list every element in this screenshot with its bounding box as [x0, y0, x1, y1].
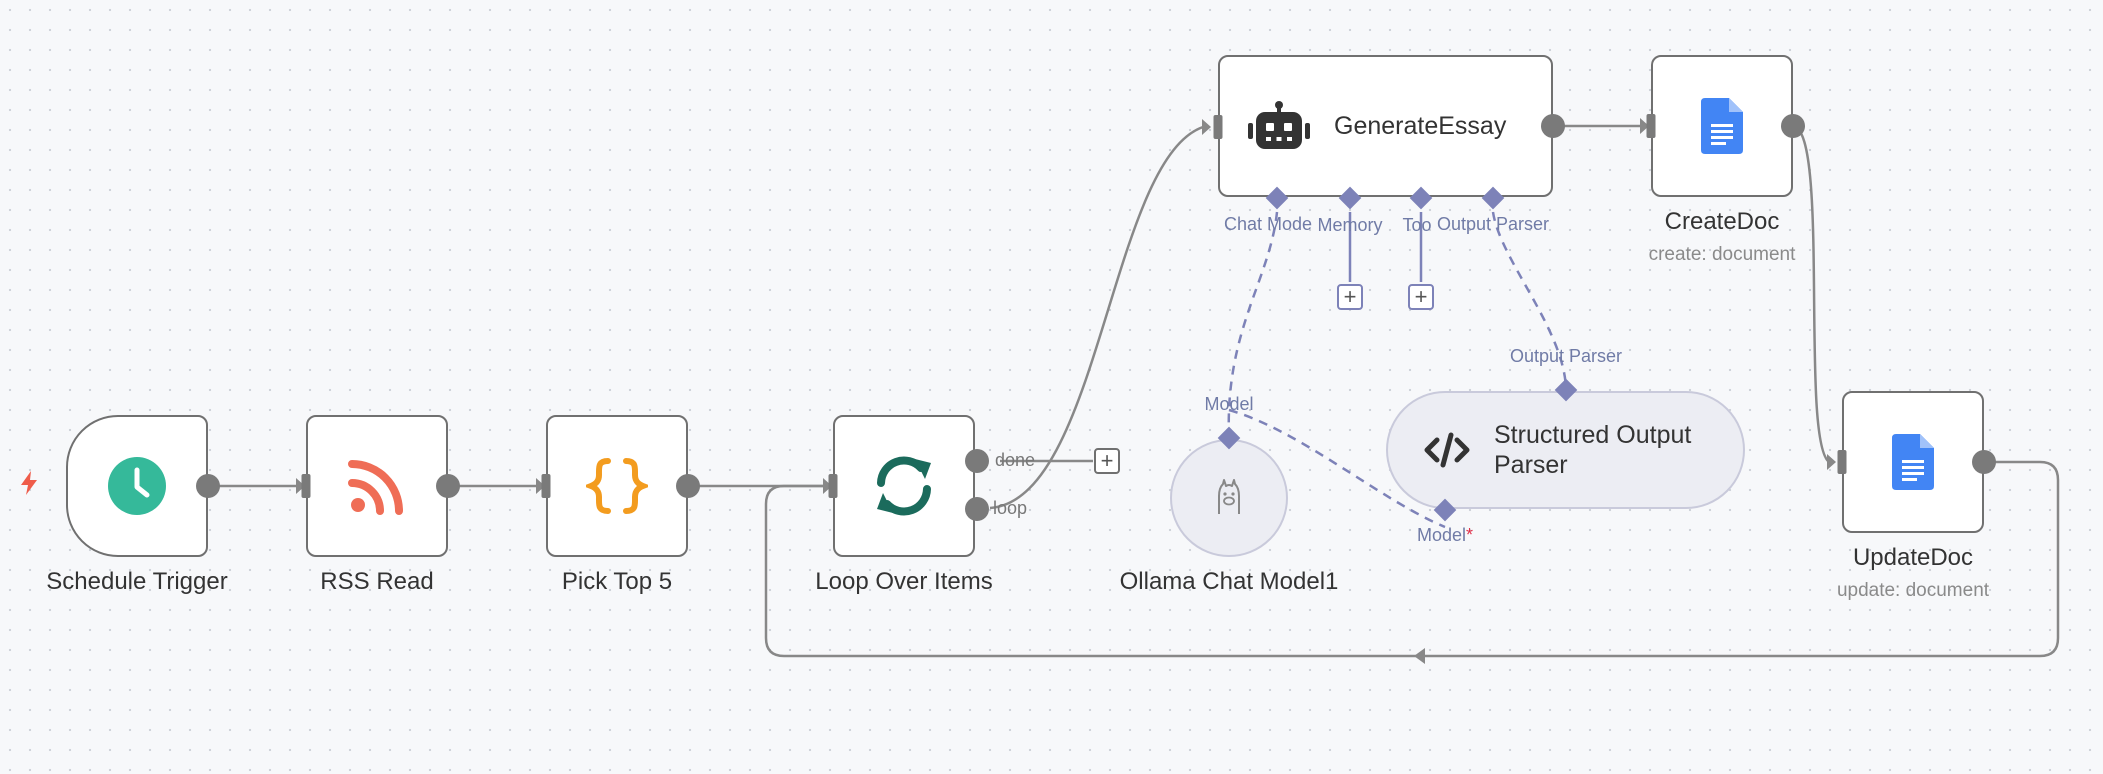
add-memory-button[interactable]: +: [1337, 284, 1363, 310]
rss-icon: [348, 460, 403, 515]
add-tool-button[interactable]: +: [1408, 284, 1434, 310]
rss-input-handle[interactable]: [301, 474, 311, 498]
edge-arrow: [1827, 454, 1836, 470]
ollama-model-label: Model: [1204, 394, 1254, 414]
parser-model-label-text: Model: [1416, 525, 1467, 545]
google-docs-icon: [1701, 98, 1743, 154]
node-label-pick: Pick Top 5: [561, 568, 673, 595]
agent-memory-label: Memory: [1317, 215, 1383, 235]
node-subtitle-createdoc: create: document: [1648, 244, 1796, 265]
agent-output-handle[interactable]: [1541, 114, 1565, 138]
agent-tool-label: Too: [1402, 215, 1432, 235]
agent-input-handle[interactable]: [1213, 115, 1223, 139]
loop-done-label: done: [995, 450, 1036, 470]
node-loop-over-items[interactable]: [833, 415, 975, 557]
loop-input-handle[interactable]: [828, 474, 838, 498]
curly-braces-icon: [586, 458, 648, 514]
loop-loop-label: loop: [993, 498, 1028, 518]
agent-chat-model-label: Chat Mode: [1223, 214, 1313, 234]
createdoc-output-handle[interactable]: [1781, 114, 1805, 138]
node-label-schedule: Schedule Trigger: [46, 568, 228, 595]
loop-icon: [877, 456, 931, 516]
node-label-agent: GenerateEssay: [1334, 112, 1507, 140]
llama-icon: [1218, 479, 1240, 514]
parser-model-label: Model*: [1417, 525, 1473, 546]
trigger-bolt-icon: [21, 471, 37, 495]
add-node-after-done-button[interactable]: +: [1094, 448, 1120, 474]
node-label-createdoc: CreateDoc: [1664, 208, 1780, 235]
node-label-loop: Loop Over Items: [815, 568, 993, 595]
edge-arrow: [1414, 648, 1425, 664]
rss-output-handle[interactable]: [436, 474, 460, 498]
node-rss-read[interactable]: [306, 415, 448, 557]
loop-done-handle[interactable]: [965, 449, 989, 473]
node-pick-top-5[interactable]: [546, 415, 688, 557]
node-update-doc[interactable]: [1842, 391, 1984, 533]
node-generate-essay[interactable]: GenerateEssay: [1218, 55, 1553, 197]
google-docs-icon: [1892, 434, 1934, 490]
clock-icon: [108, 457, 166, 515]
loop-loop-handle[interactable]: [965, 497, 989, 521]
pick-output-handle[interactable]: [676, 474, 700, 498]
edge-createdoc-updatedoc: [1792, 124, 1830, 463]
parser-label-line2: Parser: [1494, 451, 1568, 479]
node-label-updatedoc: UpdateDoc: [1852, 544, 1974, 571]
node-create-doc[interactable]: [1651, 55, 1793, 197]
updatedoc-output-handle[interactable]: [1972, 450, 1996, 474]
code-icon: [1424, 432, 1470, 468]
node-structured-output-parser[interactable]: Structured Output Parser: [1386, 391, 1745, 509]
node-label-parser: Structured Output Parser: [1494, 420, 1691, 480]
pick-input-handle[interactable]: [541, 474, 551, 498]
createdoc-input-handle[interactable]: [1646, 114, 1656, 138]
updatedoc-input-handle[interactable]: [1837, 450, 1847, 474]
node-label-rss: RSS Read: [320, 568, 434, 595]
agent-output-parser-label: Output Parser: [1436, 214, 1550, 234]
parser-output-port-label: Output Parser: [1509, 346, 1623, 366]
parser-label-line1: Structured Output: [1494, 421, 1692, 449]
node-subtitle-updatedoc: update: document: [1836, 580, 1990, 601]
node-label-ollama: Ollama Chat Model1: [1119, 568, 1339, 595]
robot-icon: [1248, 101, 1310, 149]
node-schedule-trigger[interactable]: [66, 415, 208, 557]
required-mark: *: [1466, 525, 1474, 545]
node-ollama-chat-model[interactable]: [1170, 439, 1288, 557]
schedule-output-handle[interactable]: [196, 474, 220, 498]
edge-arrow: [1202, 119, 1211, 135]
